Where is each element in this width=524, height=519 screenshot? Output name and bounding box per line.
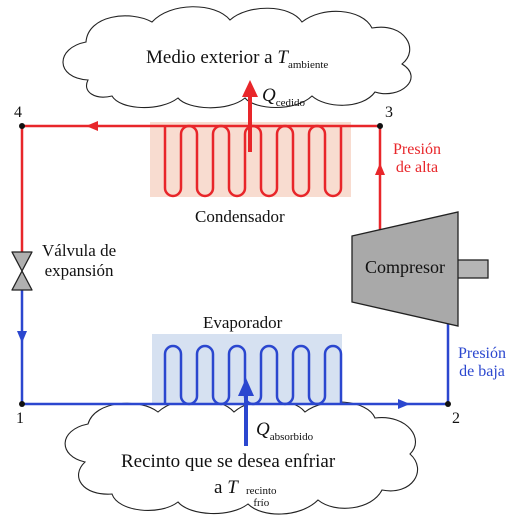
t-ambient-var: T: [277, 47, 288, 68]
q-out-var: Q: [262, 85, 276, 106]
t-cold-subscript: recinto frío: [246, 485, 277, 509]
flow-arrow-bottom: [398, 399, 410, 409]
expansion-valve: [11, 251, 33, 291]
pressure-high-line2: de alta: [395, 159, 439, 177]
heat-out-arrow-head: [242, 80, 258, 97]
bottom-cloud-prefix: a: [214, 477, 228, 498]
t-cold-sub-line2: frío: [253, 496, 270, 509]
top-cloud-label: Medio exterior a Tambiente: [146, 47, 329, 71]
condenser-label: Condensador: [195, 207, 285, 226]
compressor-label: Compresor: [365, 257, 445, 277]
evaporator-label: Evaporador: [203, 313, 283, 332]
q-in-label: Qabsorbido: [256, 419, 314, 443]
valve-label-line1: Válvula de: [42, 241, 117, 260]
node-dot-4: [19, 123, 25, 129]
t-cold-sub-line1: recinto: [246, 485, 277, 497]
pressure-low-line1: Presión: [458, 345, 506, 362]
heat-in-arrow-head: [238, 378, 254, 396]
t-cold-var: T: [227, 477, 238, 498]
evaporator-coil: [163, 344, 343, 406]
pressure-low-label: Presión de baja: [458, 345, 506, 382]
valve-label-line2: expansión: [44, 260, 114, 280]
compressor-shaft: [454, 259, 489, 279]
valve-label: Válvula de expansión: [42, 241, 116, 280]
flow-arrow-top: [86, 121, 98, 131]
pressure-low-line2: de baja: [459, 363, 505, 381]
node-label-2: 2: [452, 410, 460, 427]
compressor-body: [351, 211, 459, 327]
node-label-1: 1: [16, 410, 24, 427]
node-dot-1: [19, 401, 25, 407]
node-dot-2: [445, 401, 451, 407]
t-ambient-sub: ambiente: [287, 59, 329, 71]
node-label-4: 4: [14, 104, 22, 121]
pressure-high-label: Presión de alta: [393, 141, 441, 178]
pressure-high-line1: Presión: [393, 141, 441, 158]
condenser-coil: [163, 124, 343, 198]
bottom-cloud: [64, 398, 419, 515]
q-in-sub: absorbido: [269, 431, 314, 443]
node-dot-3: [377, 123, 383, 129]
bottom-cloud-line1: Recinto que se desea enfriar: [121, 451, 336, 472]
bottom-cloud-line2: a T: [214, 477, 238, 499]
q-out-label: Qcedido: [262, 85, 306, 109]
node-label-3: 3: [385, 104, 393, 121]
top-cloud-text: Medio exterior a: [146, 47, 278, 68]
flow-arrow-left-blue: [17, 331, 27, 343]
q-in-var: Q: [256, 419, 270, 440]
top-cloud: [62, 6, 412, 109]
flow-arrow-right-red: [375, 163, 385, 175]
q-out-sub: cedido: [275, 97, 306, 109]
